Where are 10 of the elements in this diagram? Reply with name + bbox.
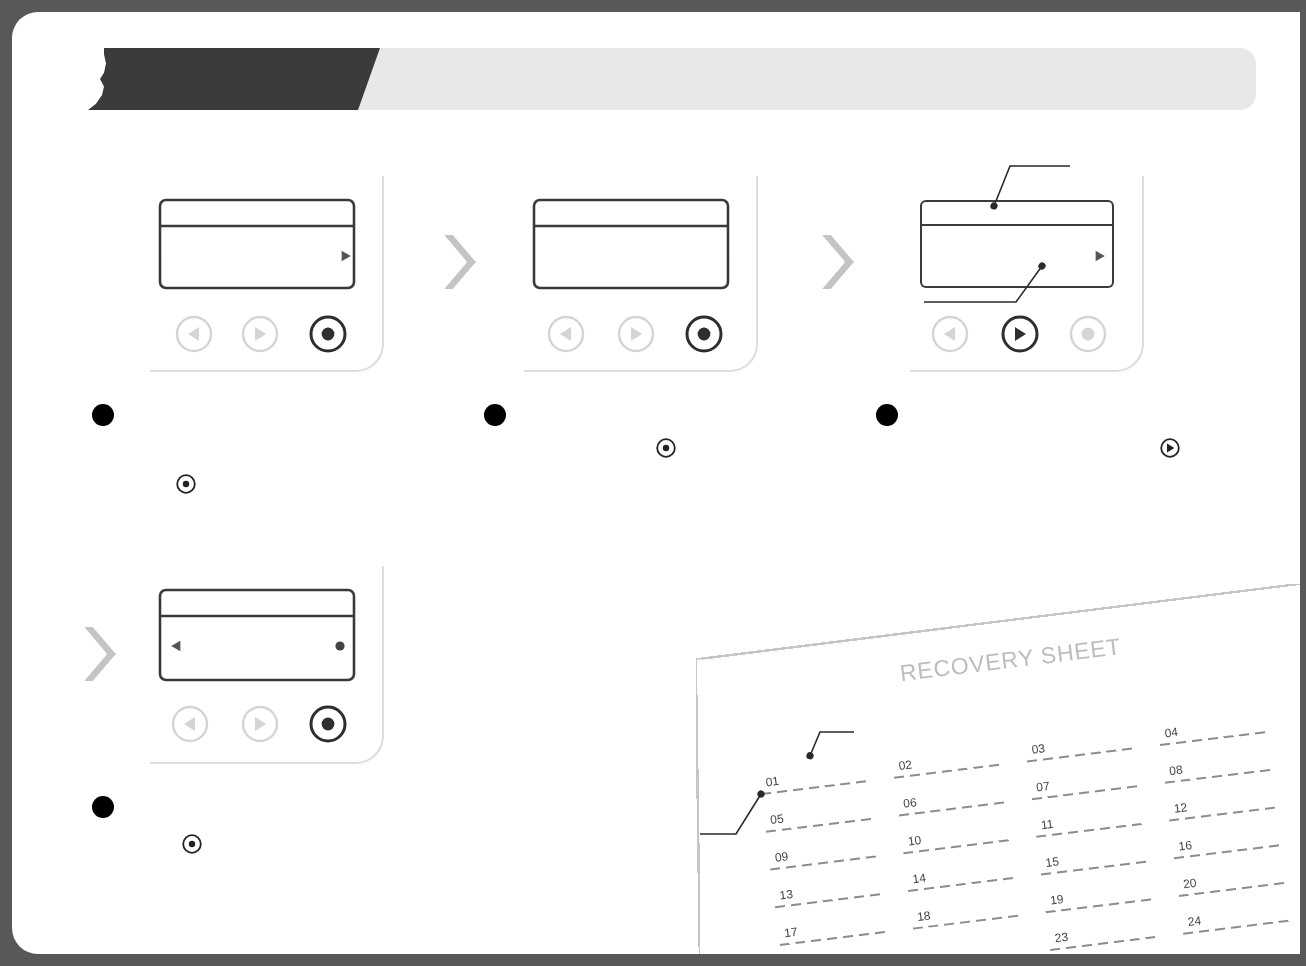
leader-line [923, 262, 1046, 303]
screen-body [920, 226, 1114, 288]
leader-line [806, 731, 855, 760]
leader-line [990, 165, 1071, 210]
title-banner [88, 48, 1256, 110]
leader-line [699, 790, 765, 835]
paper-sheet [696, 584, 1300, 954]
device-panel [150, 176, 384, 372]
sheet-title: RECOVERY SHEET [898, 636, 1123, 690]
screen-header [920, 200, 1114, 226]
